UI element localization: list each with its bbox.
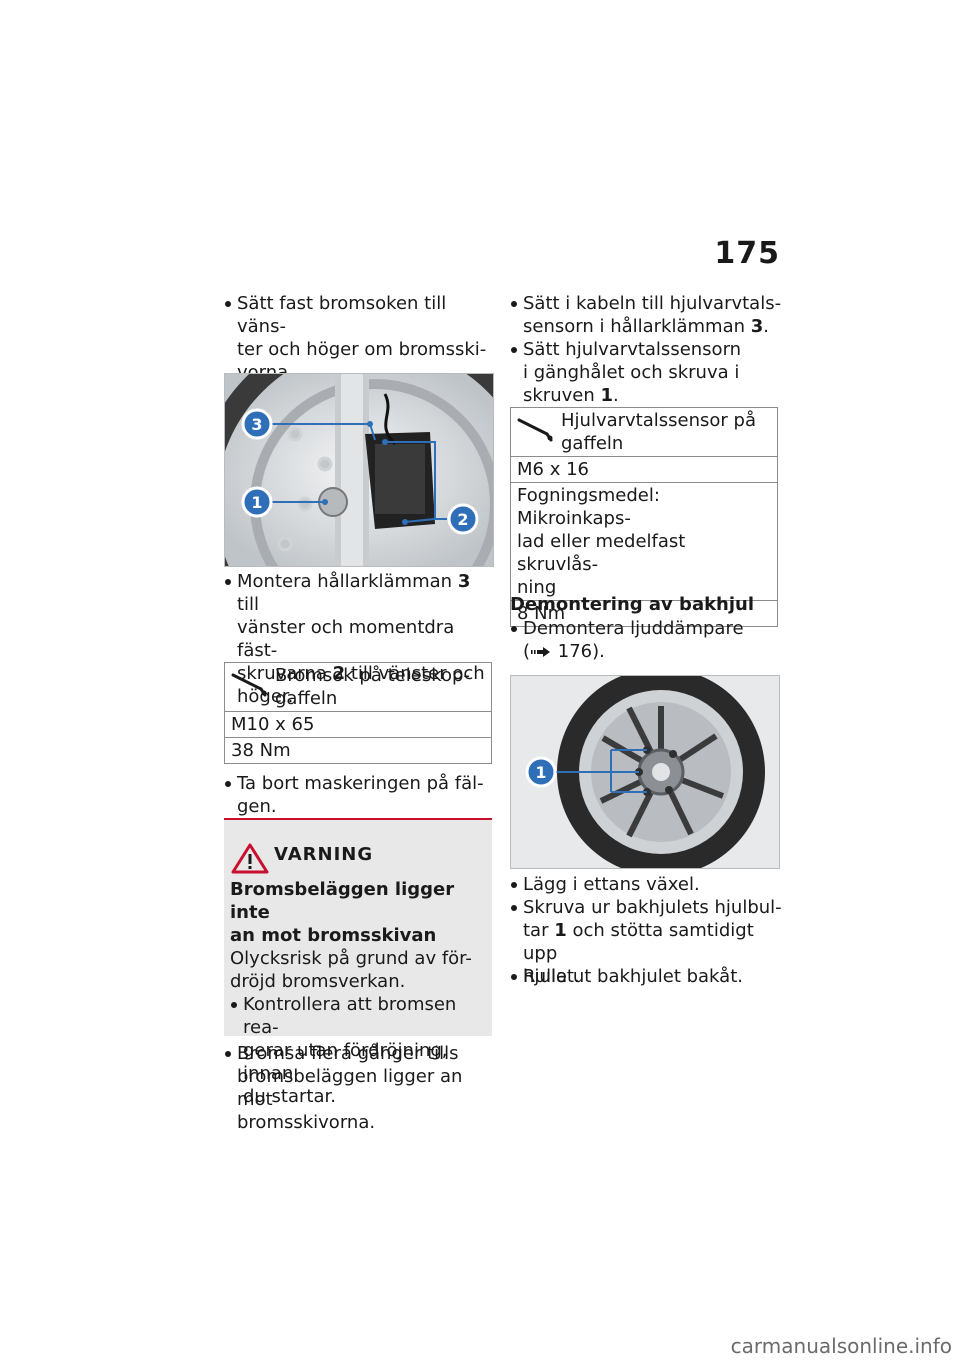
- left-step-4: Bromsa flera gånger tills bromsbeläggen …: [224, 1042, 494, 1134]
- rear-wheel-figure: 1: [510, 675, 780, 869]
- warning-subtitle: Bromsbeläggen ligger inte: [230, 879, 455, 923]
- ref-number: 1: [554, 920, 567, 941]
- callout-2: 2: [447, 503, 479, 535]
- step-text: gen.: [237, 796, 277, 817]
- step-text: .: [763, 316, 770, 337]
- step-text: Lägg i ettans växel.: [510, 873, 782, 896]
- warning-action: gerar utan fördröjning, innan: [243, 1040, 448, 1084]
- step-text: Rulla ut bakhjulet bakåt.: [510, 965, 782, 988]
- torque-wrench-icon: [231, 673, 267, 697]
- step-text: och stötta samtidigt upp: [523, 920, 754, 964]
- spec-torque: 38 Nm: [224, 737, 492, 764]
- right-step-6: Rulla ut bakhjulet bakåt.: [510, 965, 782, 988]
- rear-wheel-illustration: 1: [511, 676, 779, 868]
- callout-label: 1: [251, 493, 262, 512]
- ref-number: 3: [457, 571, 471, 592]
- section-heading: Demontering av bakhjul: [510, 594, 755, 615]
- left-step-1: Sätt fast bromsoken till väns- ter och h…: [224, 292, 494, 384]
- step-text: Sätt hjulvarvtalssensorn: [510, 338, 782, 361]
- warning-action: Kontrollera att bromsen rea-: [230, 993, 490, 1039]
- step-text: tar: [523, 920, 549, 941]
- warning-body: Olycksrisk på grund av för-: [230, 948, 472, 969]
- spec-title-cell: Hjulvarvtalssensor på gaffeln: [510, 407, 778, 457]
- callout-label: 1: [535, 763, 546, 782]
- callout-1: 1: [525, 756, 557, 788]
- spec-size: M10 x 65: [224, 711, 492, 738]
- spec-title: gaffeln: [561, 433, 624, 454]
- page-reference-link[interactable]: 176).: [557, 641, 605, 662]
- caliper-torque-table: Bromsok på teleskop- gaffeln M10 x 65 38…: [224, 662, 492, 764]
- ref-number: 1: [600, 385, 614, 406]
- step-text: i gänghålet och skruva i: [523, 362, 740, 383]
- right-step-4: Lägg i ettans växel.: [510, 873, 782, 896]
- page-number: 175: [714, 236, 780, 271]
- right-step-1: Sätt i kabeln till hjulvarvtals- sensorn…: [510, 292, 782, 338]
- ref-number: 3: [750, 316, 764, 337]
- watermark: carmanualsonline.info: [730, 1334, 952, 1358]
- warning-body: dröjd bromsverkan.: [230, 971, 406, 992]
- step-text: bromsskivorna.: [237, 1112, 376, 1133]
- step-text: Demontera ljuddämpare: [510, 617, 782, 640]
- step-text: Ta bort maskeringen på fäl-: [224, 772, 494, 795]
- step-text: bromsbeläggen ligger an mot: [237, 1066, 463, 1110]
- right-step-2: Sätt hjulvarvtalssensorn i gänghålet och…: [510, 338, 782, 407]
- step-text: hjulet.: [523, 966, 580, 987]
- right-step-3: Demontera ljuddämpare ( 176).: [510, 617, 782, 663]
- front-caliper-figure: 3 1 2: [224, 373, 494, 567]
- callout-label: 2: [457, 510, 468, 529]
- spec-title: Hjulvarvtalssensor på: [561, 410, 756, 431]
- spec-title-cell: Bromsok på teleskop- gaffeln: [224, 662, 492, 712]
- warning-content: Bromsbeläggen ligger inte an mot bromssk…: [230, 878, 490, 1108]
- spec-title: Bromsok på teleskop-: [275, 665, 470, 686]
- warning-action: du startar.: [243, 1086, 336, 1107]
- warning-box: VARNING Bromsbeläggen ligger inte an mot…: [224, 818, 492, 1107]
- step-text: sensorn i hållarklämman: [523, 316, 746, 337]
- warning-title: VARNING: [274, 844, 374, 865]
- step-text: .: [613, 385, 619, 406]
- step-text: vänster och momentdra fäst-: [237, 617, 455, 661]
- spec-agent: Fogningsmedel: Mikroinkaps- lad eller me…: [510, 482, 778, 601]
- step-text: till: [237, 594, 260, 615]
- step-text: Skruva ur bakhjulets hjulbul-: [510, 896, 782, 919]
- spec-torque: 8 Nm: [510, 600, 778, 627]
- left-step-3: Ta bort maskeringen på fäl- gen.: [224, 772, 494, 818]
- spec-agent-line: ning: [517, 577, 557, 598]
- callout-label: 3: [251, 415, 262, 434]
- warning-subtitle: an mot bromsskivan: [230, 925, 437, 946]
- step-text: ter och höger om bromsski-: [237, 339, 487, 360]
- step-text: Bromsa flera gånger tills: [224, 1042, 494, 1065]
- step-text: Montera hållarklämman: [237, 571, 453, 592]
- warning-triangle-icon: [231, 843, 269, 874]
- step-text: Sätt fast bromsoken till väns-: [224, 292, 494, 338]
- sensor-torque-table: Hjulvarvtalssensor på gaffeln M6 x 16 Fo…: [510, 407, 778, 627]
- callout-3: 3: [241, 408, 273, 440]
- spec-size: M6 x 16: [510, 456, 778, 483]
- step-text: skruven: [523, 385, 595, 406]
- callout-1: 1: [241, 486, 273, 518]
- step-text: Sätt i kabeln till hjulvarvtals-: [510, 292, 782, 315]
- spec-title: gaffeln: [275, 688, 338, 709]
- spec-agent-line: lad eller medelfast skruvlås-: [517, 531, 686, 575]
- spec-agent-line: Fogningsmedel: Mikroinkaps-: [517, 485, 660, 529]
- right-step-5: Skruva ur bakhjulets hjulbul- tar 1 och …: [510, 896, 782, 988]
- torque-wrench-icon: [517, 418, 553, 442]
- front-caliper-illustration: 3 1 2: [225, 374, 493, 566]
- page-reference-arrow-icon[interactable]: [530, 646, 552, 658]
